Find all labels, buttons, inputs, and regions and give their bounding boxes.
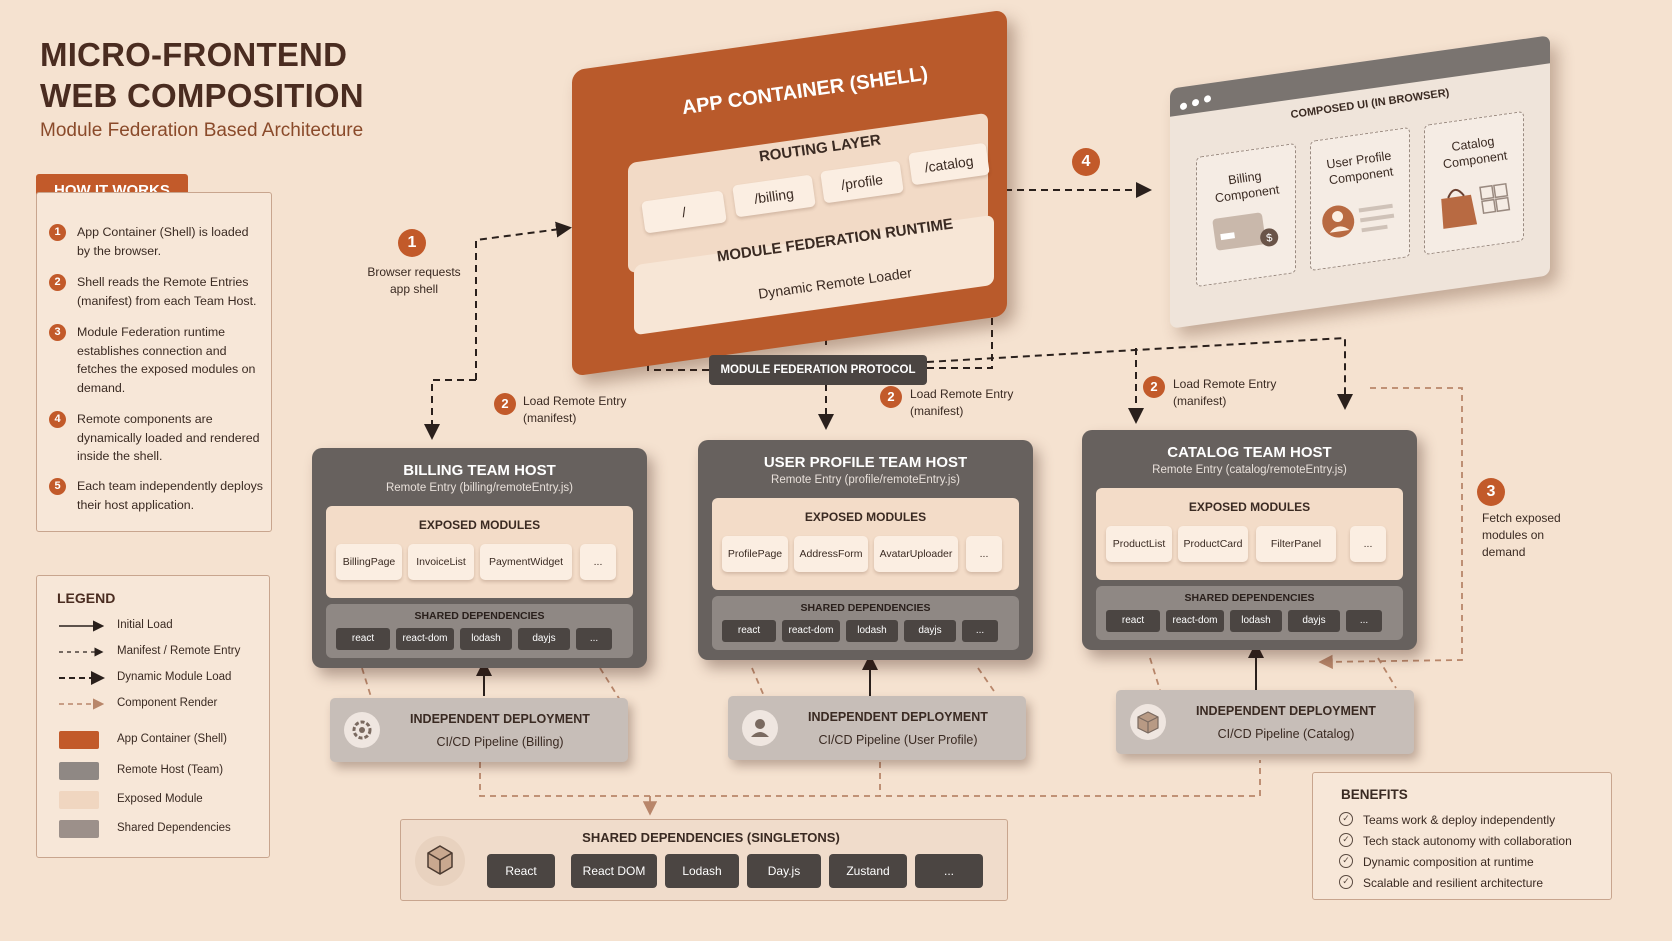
singleton-zustand: Zustand — [829, 854, 907, 888]
legend-panel: LEGEND Initial Load Manifest / Remote En… — [36, 575, 270, 858]
callout-2-text-catalog: Load Remote Entry (manifest) — [1173, 377, 1277, 408]
shared-dependencies: SHARED DEPENDENCIES react react-dom loda… — [1096, 586, 1403, 640]
callout-2-badge-profile: 2 — [880, 386, 902, 408]
swatch-shared-deps — [59, 820, 99, 838]
exposed-modules: EXPOSED MODULES BillingPage InvoiceList … — [326, 506, 633, 598]
callout-3-text: Fetch exposed modules on demand — [1482, 511, 1561, 559]
credit-card-icon: $ — [1212, 212, 1279, 251]
dep-react-dom: react-dom — [782, 620, 840, 642]
module-product-list[interactable]: ProductList — [1106, 526, 1172, 562]
benefit-item: ✓Teams work & deploy independently — [1339, 812, 1555, 827]
gear-icon — [344, 712, 380, 748]
module-product-card[interactable]: ProductCard — [1178, 526, 1248, 562]
deployment-billing: INDEPENDENT DEPLOYMENT CI/CD Pipeline (B… — [330, 698, 628, 762]
module-payment-widget[interactable]: PaymentWidget — [480, 544, 572, 580]
module-more[interactable]: ... — [966, 536, 1002, 572]
singleton-dayjs: Day.js — [747, 854, 821, 888]
shared-dependencies: SHARED DEPENDENCIES react react-dom loda… — [326, 604, 633, 658]
module-more[interactable]: ... — [1350, 526, 1386, 562]
module-billing-page[interactable]: BillingPage — [336, 544, 402, 580]
legend-component-render: Component Render — [117, 697, 218, 709]
shopping-bag-icon — [1441, 182, 1511, 229]
check-icon: ✓ — [1339, 875, 1353, 889]
window-dot — [1180, 102, 1187, 111]
check-icon: ✓ — [1339, 812, 1353, 826]
callout-2-text-profile: Load Remote Entry (manifest) — [910, 387, 1014, 418]
shared-singletons-panel: SHARED DEPENDENCIES (SINGLETONS) React R… — [400, 819, 1008, 901]
benefit-item: ✓Dynamic composition at runtime — [1339, 854, 1534, 869]
dep-more: ... — [962, 620, 998, 642]
singleton-react-dom: React DOM — [571, 854, 657, 888]
dep-more: ... — [576, 628, 612, 650]
dep-lodash: lodash — [846, 620, 898, 642]
catalog-team-host: CATALOG TEAM HOST Remote Entry (catalog/… — [1082, 430, 1417, 650]
legend-initial-load: Initial Load — [117, 619, 173, 631]
module-avatar-uploader[interactable]: AvatarUploader — [874, 536, 958, 572]
module-address-form[interactable]: AddressForm — [794, 536, 868, 572]
module-invoice-list[interactable]: InvoiceList — [408, 544, 474, 580]
module-profile-page[interactable]: ProfilePage — [722, 536, 788, 572]
dep-dayjs: dayjs — [518, 628, 570, 650]
singleton-react: React — [487, 854, 555, 888]
user-profile-team-host: USER PROFILE TEAM HOST Remote Entry (pro… — [698, 440, 1033, 660]
user-icon — [742, 710, 778, 746]
page-subtitle: Module Federation Based Architecture — [40, 120, 364, 141]
dep-react: react — [1106, 610, 1160, 632]
cube-icon — [415, 836, 465, 886]
deployment-catalog: INDEPENDENT DEPLOYMENT CI/CD Pipeline (C… — [1116, 690, 1414, 754]
callout-4-badge: 4 — [1072, 148, 1100, 176]
dep-more: ... — [1346, 610, 1382, 632]
module-federation-protocol: MODULE FEDERATION PROTOCOL — [709, 355, 927, 385]
window-dot — [1192, 98, 1199, 107]
swatch-remote-host — [59, 762, 99, 780]
dep-react: react — [336, 628, 390, 650]
benefit-item: ✓Tech stack autonomy with collaboration — [1339, 833, 1572, 848]
dep-dayjs: dayjs — [904, 620, 956, 642]
window-dot — [1204, 94, 1211, 103]
page-title: MICRO-FRONTEND WEB COMPOSITION — [40, 36, 364, 114]
module-more[interactable]: ... — [580, 544, 616, 580]
callout-2-text-billing: Load Remote Entry (manifest) — [523, 394, 627, 425]
check-icon: ✓ — [1339, 833, 1353, 847]
exposed-modules: EXPOSED MODULES ProfilePage AddressForm … — [712, 498, 1019, 590]
dep-react-dom: react-dom — [1166, 610, 1224, 632]
shared-dependencies: SHARED DEPENDENCIES react react-dom loda… — [712, 596, 1019, 650]
swatch-exposed-module — [59, 791, 99, 809]
dep-react: react — [722, 620, 776, 642]
user-profile-icon — [1322, 203, 1395, 238]
swatch-app-container — [59, 731, 99, 749]
benefits-panel: BENEFITS ✓Teams work & deploy independen… — [1312, 772, 1612, 900]
dep-dayjs: dayjs — [1288, 610, 1340, 632]
legend-dynamic-load: Dynamic Module Load — [117, 671, 232, 683]
exposed-modules: EXPOSED MODULES ProductList ProductCard … — [1096, 488, 1403, 580]
benefit-item: ✓Scalable and resilient architecture — [1339, 875, 1543, 890]
callout-2-badge-billing: 2 — [494, 393, 516, 415]
billing-team-host: BILLING TEAM HOST Remote Entry (billing/… — [312, 448, 647, 668]
callout-1-badge: 1 — [398, 229, 426, 257]
dep-lodash: lodash — [460, 628, 512, 650]
singleton-lodash: Lodash — [665, 854, 739, 888]
dep-react-dom: react-dom — [396, 628, 454, 650]
callout-1-text: Browser requests app shell — [367, 265, 461, 296]
singleton-more: ... — [915, 854, 983, 888]
callout-3-badge: 3 — [1477, 478, 1505, 506]
svg-text:$: $ — [1265, 232, 1273, 245]
callout-2-badge-catalog: 2 — [1143, 376, 1165, 398]
box-icon — [1130, 704, 1166, 740]
dep-lodash: lodash — [1230, 610, 1282, 632]
deployment-user-profile: INDEPENDENT DEPLOYMENT CI/CD Pipeline (U… — [728, 696, 1026, 760]
legend-line-samples — [59, 620, 105, 710]
check-icon: ✓ — [1339, 854, 1353, 868]
legend-manifest: Manifest / Remote Entry — [117, 645, 241, 657]
module-filter-panel[interactable]: FilterPanel — [1256, 526, 1336, 562]
